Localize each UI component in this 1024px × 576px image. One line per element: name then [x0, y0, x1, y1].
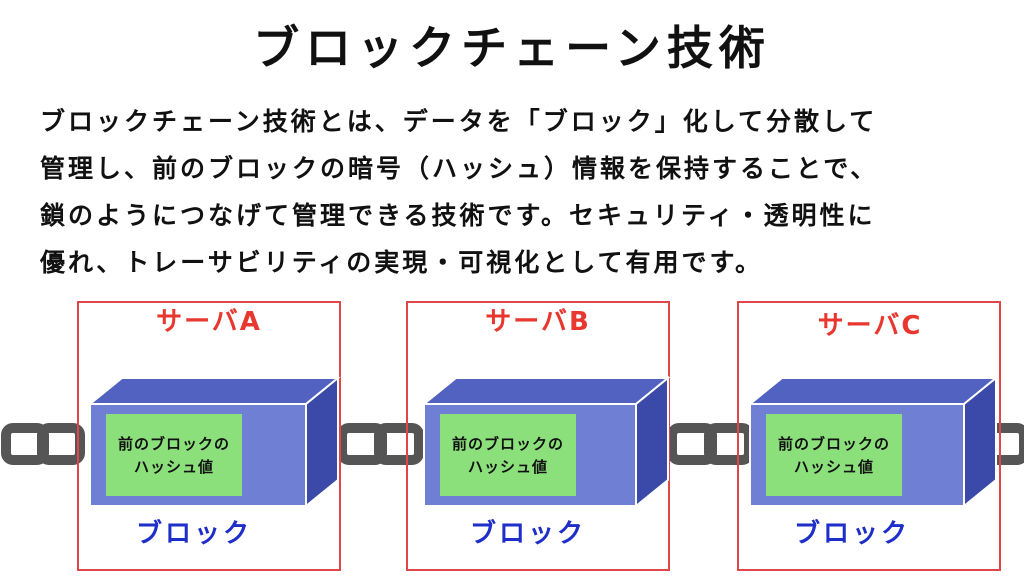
- hash-box: [766, 414, 902, 496]
- server-label: サーバB: [485, 307, 591, 337]
- hash-label: 前のブロックの: [118, 435, 230, 453]
- page-title: ブロックチェーン技術: [253, 21, 771, 75]
- server-frame: [737, 301, 1001, 571]
- server-c: サーバC 前のブロックの ハッシュ値 ブロック: [737, 301, 1001, 571]
- description-line: 鎖のようにつなげて管理できる技術です。セキュリティ・透明性に: [40, 201, 876, 230]
- hash-label: ハッシュ値: [794, 458, 874, 476]
- hash-label: 前のブロックの: [778, 435, 890, 453]
- hash-box: [106, 414, 242, 496]
- hash-label: 前のブロックの: [452, 435, 564, 453]
- chain-link-icon: [1, 423, 85, 465]
- server-a: サーバA 前のブロックの ハッシュ値 ブロック: [77, 301, 341, 571]
- block-label: ブロック: [794, 518, 910, 549]
- description-line: 管理し、前のブロックの暗号（ハッシュ）情報を保持することで、: [40, 154, 879, 183]
- hash-label: ハッシュ値: [134, 458, 214, 476]
- server-label: サーバA: [156, 307, 262, 337]
- block-label: ブロック: [136, 518, 252, 549]
- server-b: サーバB 前のブロックの ハッシュ値 ブロック: [406, 301, 671, 571]
- description-line: ブロックチェーン技術とは、データを「ブロック」化して分散して: [40, 107, 878, 136]
- block-label: ブロック: [470, 518, 586, 549]
- server-label: サーバC: [818, 311, 923, 341]
- hash-box: [440, 414, 576, 496]
- description-line: 優れ、トレーサビリティの実現・可視化として有用です。: [40, 248, 764, 277]
- chain-link-icon: [337, 423, 424, 465]
- description: ブロックチェーン技術とは、データを「ブロック」化して分散して 管理し、前のブロッ…: [40, 98, 990, 286]
- hash-label: ハッシュ値: [468, 458, 548, 476]
- server-frame: [77, 301, 341, 571]
